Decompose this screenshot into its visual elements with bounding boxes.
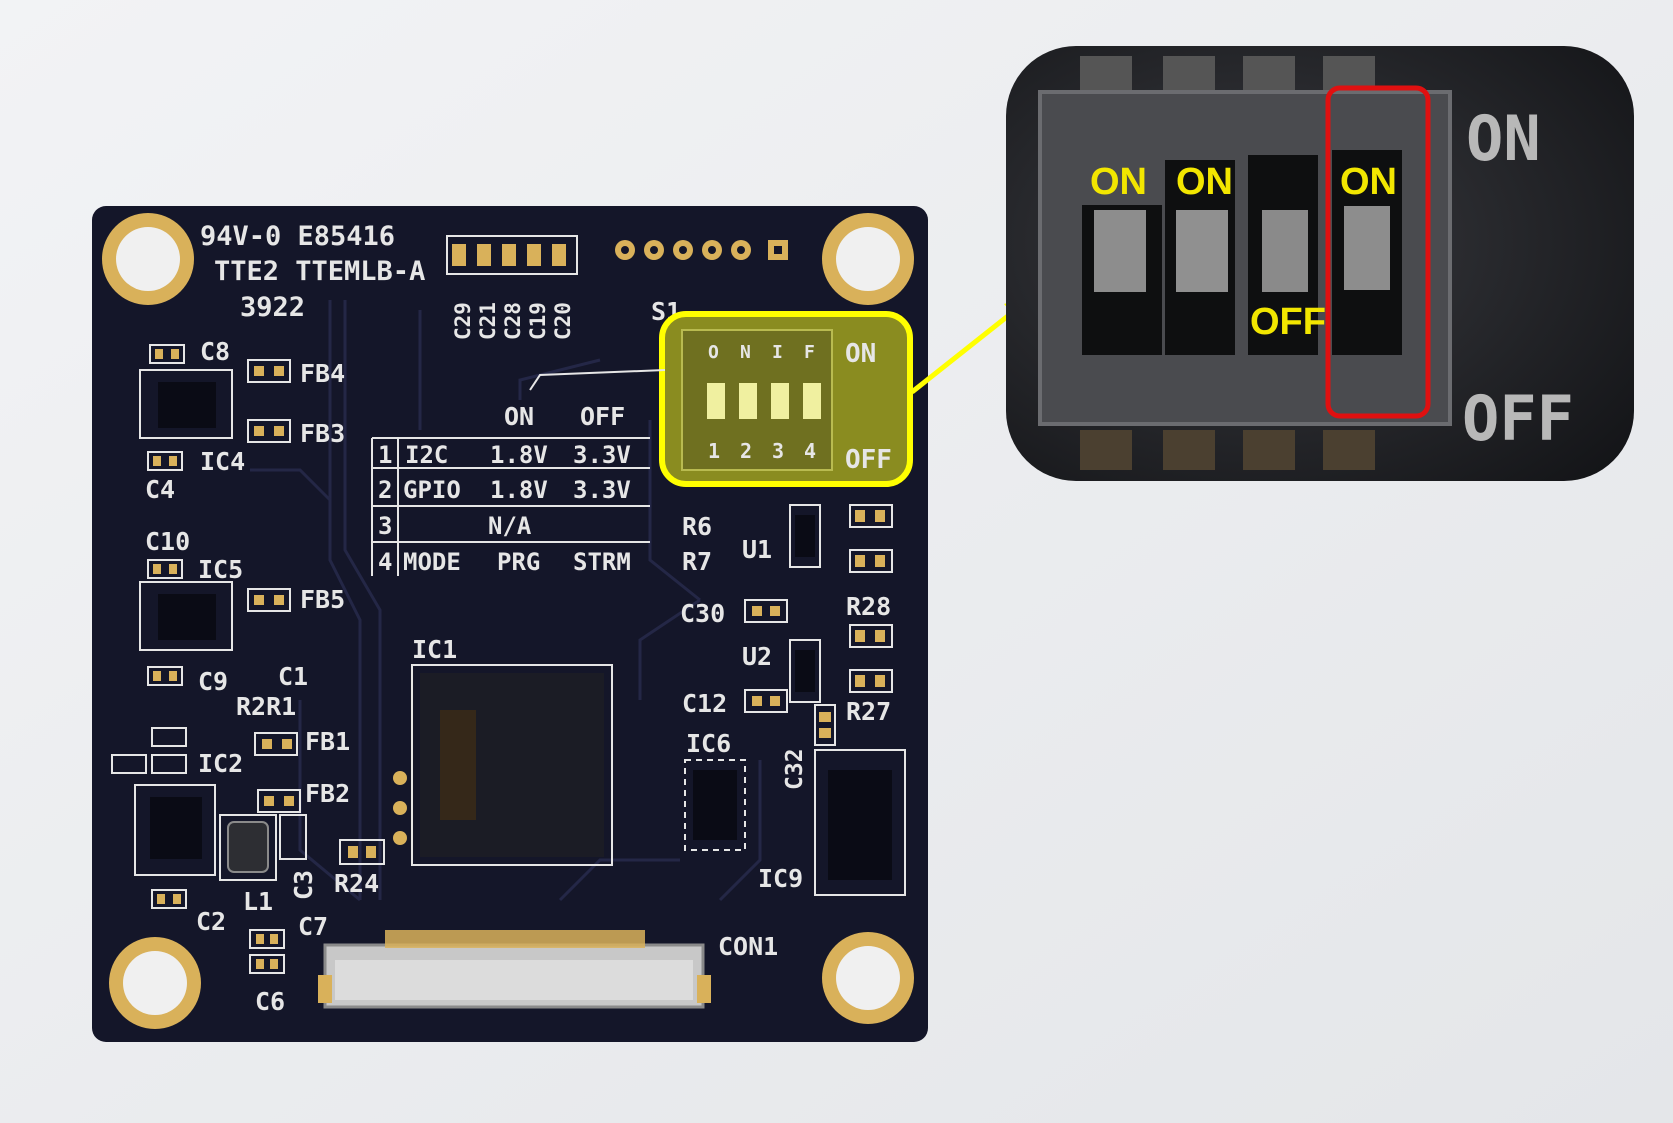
ref-r7: R7: [682, 547, 712, 576]
table-row-2-func: GPIO: [403, 476, 461, 504]
ref-r24: R24: [334, 869, 379, 898]
pcb-board: 94V-0 E85416 TTE2 TTEMLB-A 3922 C29 C21 …: [92, 206, 928, 1042]
ref-ic1: IC1: [412, 635, 457, 664]
table-row-3-func: N/A: [488, 512, 532, 540]
board-header-line-3: 3922: [240, 292, 305, 323]
u1-body: [795, 515, 815, 557]
mounting-hole: [109, 937, 201, 1029]
ref-c4: C4: [145, 475, 175, 504]
switch-4-state-label: ON: [1340, 161, 1397, 203]
ref-r6: R6: [682, 512, 712, 541]
ref-fb2: FB2: [305, 779, 350, 808]
ref-c12: C12: [682, 689, 727, 718]
table-row-1-on: 1.8V: [490, 441, 548, 469]
ref-r28: R28: [846, 592, 891, 621]
ic9-body: [828, 770, 892, 880]
ref-fb5: FB5: [300, 585, 345, 614]
ref-c32: C32: [782, 748, 808, 790]
switch-1-state-label: ON: [1090, 161, 1147, 203]
ref-ic4: IC4: [200, 447, 245, 476]
ref-c2: C2: [196, 907, 226, 936]
mounting-hole: [822, 932, 914, 1024]
board-header-line-1: 94V-0 E85416: [200, 221, 395, 252]
u2-body: [795, 650, 815, 692]
switch-number-2: 2: [740, 439, 752, 463]
ref-c20: C20: [551, 302, 575, 340]
ref-con1: CON1: [718, 932, 778, 961]
table-row-2-num: 2: [378, 476, 392, 504]
switch-top-mark-3: I: [772, 342, 783, 363]
ref-c9: C9: [198, 667, 228, 696]
component-footprints: [111, 344, 906, 974]
ref-r2r1: R2R1: [236, 692, 296, 721]
switch-off-label: OFF: [845, 445, 892, 475]
table-row-1-num: 1: [378, 441, 392, 469]
ref-c29: C29: [451, 302, 475, 340]
zoom-side-off-label: OFF: [1462, 382, 1574, 455]
ref-c7: C7: [298, 912, 328, 941]
switch-top-mark-2: N: [740, 342, 751, 363]
table-row-4-func: MODE: [403, 548, 461, 576]
switch-top-mark-4: F: [804, 342, 815, 363]
ic1-chip: [393, 664, 613, 866]
ref-fb3: FB3: [300, 419, 345, 448]
switch-number-1: 1: [708, 439, 720, 463]
table-row-1-off: 3.3V: [573, 441, 631, 469]
ref-c28: C28: [501, 302, 525, 340]
switch-2-state-label: ON: [1176, 161, 1233, 203]
ref-ic6: IC6: [686, 729, 731, 758]
table-row-3-num: 3: [378, 512, 392, 540]
table-header-off: OFF: [580, 402, 625, 431]
ref-c3: C3: [289, 870, 318, 900]
table-row-2-on: 1.8V: [490, 476, 548, 504]
table-row-4-num: 4: [378, 548, 392, 576]
table-header-on: ON: [504, 402, 534, 431]
switch-number-3: 3: [772, 439, 784, 463]
zoom-inset: ON OFF ON ON OFF ON: [1006, 46, 1634, 481]
switch-4-selection: [1325, 85, 1431, 419]
ref-l1: L1: [243, 887, 273, 916]
mounting-hole: [102, 213, 194, 305]
switch-top-mark-1: O: [708, 342, 719, 363]
ref-fb4: FB4: [300, 359, 345, 388]
table-row-2-off: 3.3V: [573, 476, 631, 504]
ref-c30: C30: [680, 599, 725, 628]
ref-r27: R27: [846, 697, 891, 726]
ref-ic9: IC9: [758, 864, 803, 893]
ref-c8: C8: [200, 337, 230, 366]
ref-c10: C10: [145, 527, 190, 556]
ic6-body: [693, 770, 737, 840]
table-row-1-func: I2C: [405, 441, 448, 469]
connector-con1: [318, 930, 711, 1009]
ref-u1: U1: [742, 535, 772, 564]
ic4-body: [158, 382, 216, 428]
table-row-4-off: STRM: [573, 548, 631, 576]
ref-c6: C6: [255, 987, 285, 1016]
traces: [250, 300, 762, 902]
table-row-4-on: PRG: [497, 548, 540, 576]
switch-3-state-label: OFF: [1250, 301, 1326, 343]
ic5-body: [158, 594, 216, 640]
zoom-side-on-label: ON: [1466, 102, 1541, 175]
switch-on-label: ON: [845, 339, 876, 369]
ref-ic2: IC2: [198, 749, 243, 778]
cap-row: [446, 235, 578, 275]
ic2-body: [150, 797, 202, 859]
ref-ic5: IC5: [198, 555, 243, 584]
switch-number-4: 4: [804, 439, 816, 463]
inductor-l1: [227, 821, 269, 873]
mounting-hole: [822, 213, 914, 305]
ref-u2: U2: [742, 642, 772, 671]
ref-c1: C1: [278, 662, 308, 691]
smd-pads: [153, 349, 885, 969]
ref-c19: C19: [526, 302, 550, 340]
board-header-line-2: TTE2 TTEMLB-A: [214, 256, 425, 287]
ref-c21: C21: [476, 302, 500, 340]
config-table-frame: [371, 369, 666, 576]
ref-fb1: FB1: [305, 727, 350, 756]
switch-actuators: [1094, 206, 1390, 292]
pin-header: [615, 240, 788, 260]
dip-switch-highlight: [659, 311, 913, 487]
